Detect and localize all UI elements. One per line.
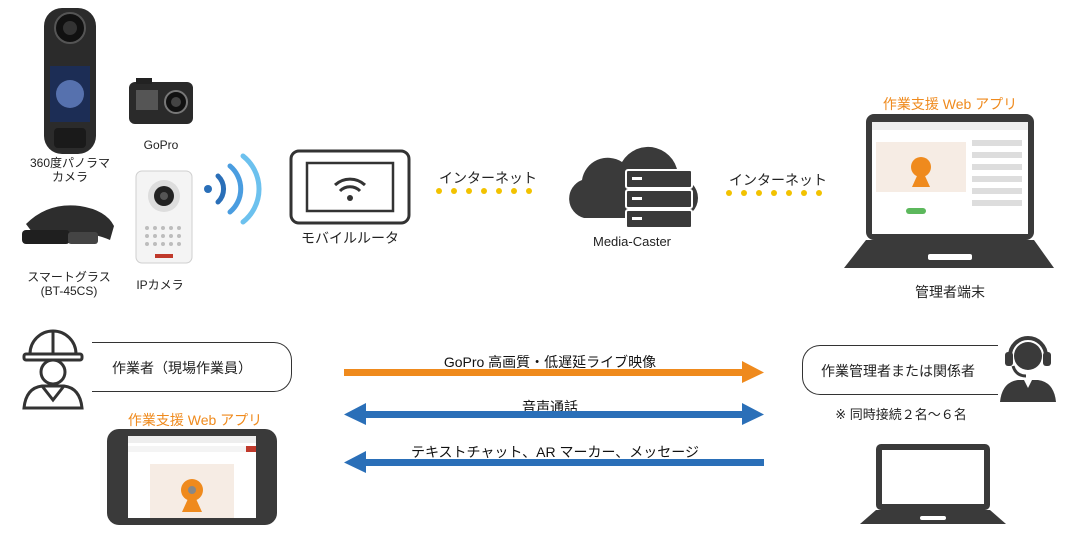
admin-app-title: 作業支援 Web アプリ bbox=[882, 96, 1018, 112]
internet-label-left: インターネット bbox=[439, 170, 537, 186]
worker-helmet-icon bbox=[18, 324, 88, 410]
manager-label-box: 作業管理者または関係者 bbox=[802, 345, 998, 395]
ipcamera-label: IPカメラ bbox=[136, 278, 184, 292]
server-label: Media-Caster bbox=[592, 234, 672, 249]
router-label: モバイルルータ bbox=[301, 230, 399, 246]
video-flow-label: GoPro 高画質・低遅延ライブ映像 bbox=[443, 354, 657, 370]
admin-terminal-label: 管理者端末 bbox=[915, 284, 985, 300]
smartglass-label: スマートグラス (BT-45CS) bbox=[27, 270, 111, 298]
internet-label-right: インターネット bbox=[729, 172, 827, 188]
manager-label: 作業管理者または関係者 bbox=[821, 363, 975, 379]
camera360-device bbox=[40, 6, 100, 156]
worker-app-title: 作業支援 Web アプリ bbox=[127, 412, 263, 428]
internet-link-left bbox=[436, 188, 532, 194]
worker-tablet-icon bbox=[106, 428, 278, 526]
gopro-label: GoPro bbox=[143, 138, 179, 152]
admin-laptop-icon bbox=[842, 112, 1056, 274]
internet-link-right bbox=[726, 190, 822, 196]
smartglass-device bbox=[18, 196, 118, 254]
wireless-signal-icon bbox=[200, 152, 262, 226]
manager-note: ※ 同時接続２名～６名 bbox=[835, 407, 967, 422]
gopro-device bbox=[128, 78, 194, 126]
router-icon bbox=[289, 149, 411, 225]
worker-label: 作業者（現場作業員） bbox=[112, 360, 252, 376]
audio-flow-arrow bbox=[344, 403, 764, 425]
ipcamera-device bbox=[135, 170, 193, 264]
manager-headset-icon bbox=[996, 330, 1060, 404]
worker-label-box: 作業者（現場作業員） bbox=[92, 342, 292, 392]
camera360-label: 360度パノラマ カメラ bbox=[29, 156, 111, 184]
text-flow-arrow bbox=[344, 451, 764, 473]
cloud-server-icon bbox=[560, 140, 700, 232]
video-flow-arrow bbox=[344, 361, 764, 383]
text-flow-label: テキストチャット、AR マーカー、メッセージ bbox=[410, 444, 700, 460]
manager-laptop-icon bbox=[858, 442, 1008, 526]
